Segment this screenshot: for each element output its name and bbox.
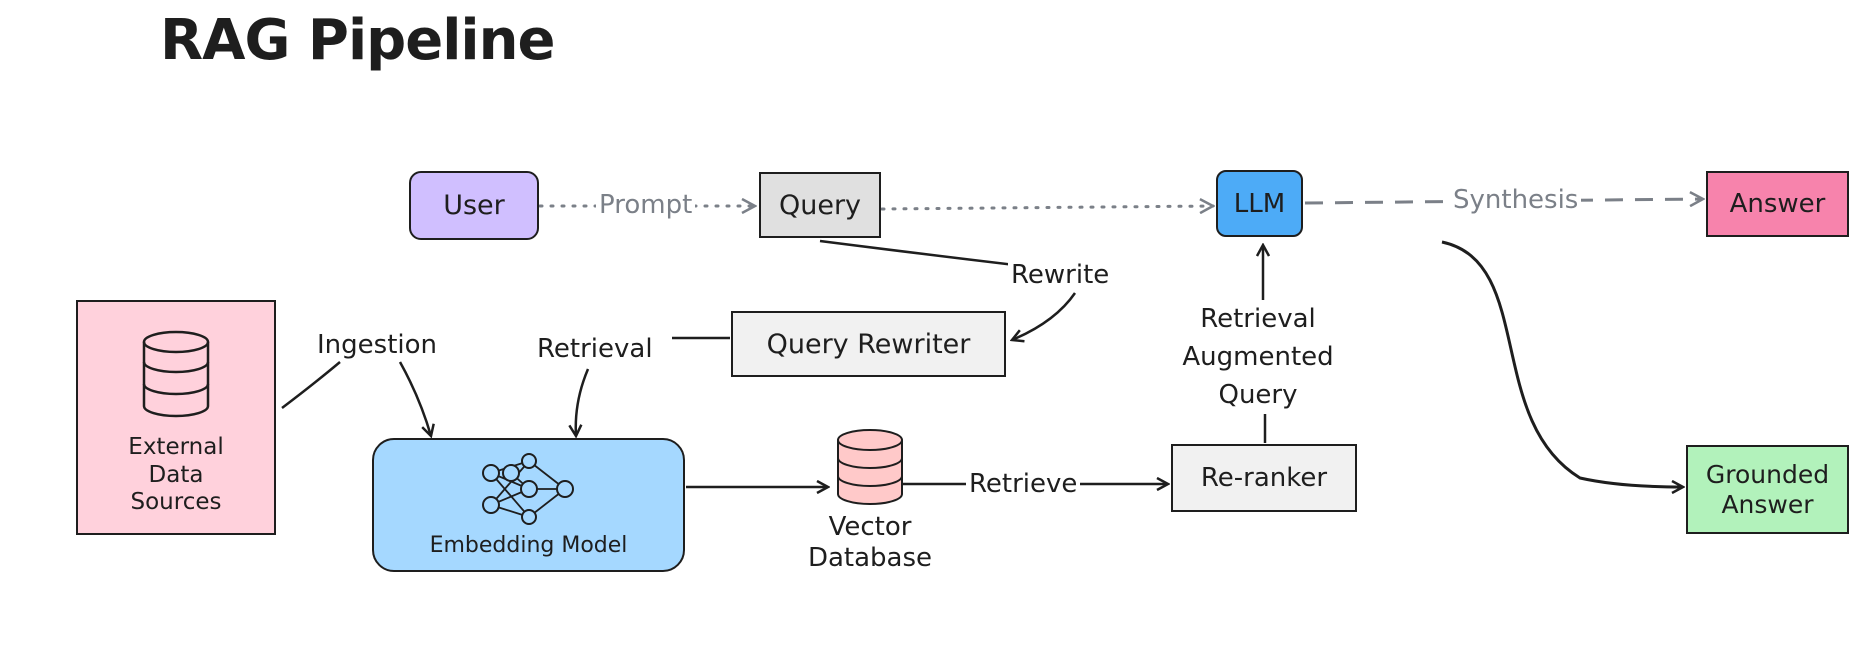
external-line-3: Sources [130, 489, 222, 516]
node-embedding-model: Embedding Model [372, 438, 685, 572]
grounded-line-2: Answer [1721, 489, 1814, 519]
node-query-label: Query [778, 189, 862, 221]
edge-llm-to-answer [1304, 199, 1703, 203]
augmented-line-1: Retrieval [1200, 304, 1316, 334]
vector-db-line-2: Database [807, 543, 933, 574]
diagram-title: RAG Pipeline [160, 8, 555, 73]
label-retrieve: Retrieve [966, 469, 1081, 499]
edge-llm-to-grounded [1441, 240, 1683, 487]
edge-rewrite-to-rewriter [1012, 292, 1077, 340]
label-synthesis: Synthesis [1450, 185, 1582, 215]
node-user-label: User [443, 190, 505, 221]
node-user: User [409, 171, 539, 240]
edge-query-to-llm [880, 206, 1213, 209]
node-query-rewriter-label: Query Rewriter [766, 328, 971, 360]
node-llm-label: LLM [1233, 188, 1286, 219]
node-llm: LLM [1216, 170, 1303, 237]
node-embedding-model-label: Embedding Model [429, 532, 628, 558]
node-vector-database: Vector Database [785, 428, 955, 593]
neural-network-icon [481, 452, 574, 525]
edge-ingestion-to-embedding [398, 361, 431, 436]
node-reranker-label: Re-ranker [1200, 463, 1328, 493]
edge-query-to-rewriter [819, 239, 1041, 270]
node-reranker: Re-ranker [1171, 444, 1357, 512]
node-grounded-answer: Grounded Answer [1686, 445, 1849, 534]
external-line-2: Data [148, 461, 204, 488]
node-answer-label: Answer [1729, 189, 1826, 219]
node-external-data-sources: External Data Sources [76, 300, 276, 535]
label-ingestion: Ingestion [314, 330, 440, 360]
augmented-line-2: Augmented [1182, 342, 1334, 372]
edge-external-to-ingestion [281, 361, 341, 409]
node-answer: Answer [1706, 171, 1849, 237]
label-rewrite: Rewrite [1008, 260, 1113, 290]
external-line-1: External [128, 434, 224, 460]
label-prompt: Prompt [596, 190, 696, 220]
vector-database-icon [837, 429, 903, 505]
grounded-line-1: Grounded [1705, 459, 1830, 489]
augmented-line-3: Query [1218, 380, 1298, 410]
database-icon [142, 330, 210, 418]
node-query: Query [759, 172, 881, 238]
edge-retrieval-to-embedding [576, 368, 590, 436]
label-retrieval: Retrieval [534, 334, 656, 364]
node-query-rewriter: Query Rewriter [731, 311, 1006, 377]
vector-db-line-1: Vector [828, 512, 912, 542]
label-retrieval-augmented-query: Retrieval Augmented Query [1180, 300, 1336, 414]
